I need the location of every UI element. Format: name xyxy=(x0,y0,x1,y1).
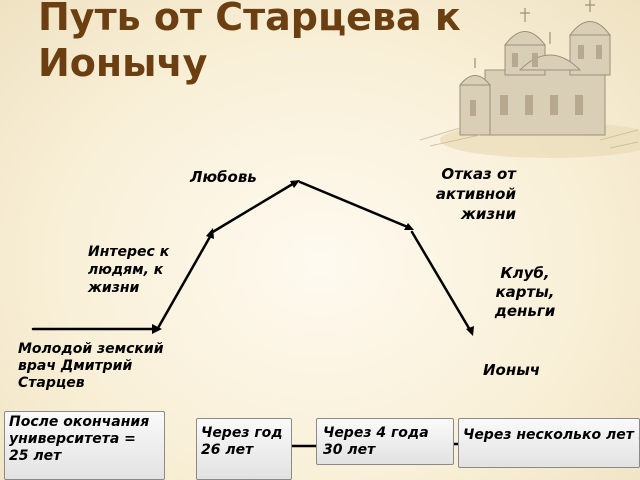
label-love: Любовь xyxy=(190,168,257,186)
arrow-head-start xyxy=(152,324,162,334)
arrow-head-peak xyxy=(404,223,414,230)
path-line-decline xyxy=(410,230,472,332)
path-line-peak xyxy=(298,180,412,230)
arrow-head-rise xyxy=(206,228,214,239)
path-line-love xyxy=(209,180,298,235)
timeline-box-four-years: Через 4 года 30 лет xyxy=(316,418,454,465)
label-ionych: Ионыч xyxy=(483,361,541,379)
arrow-head-decline xyxy=(466,326,474,336)
label-refusal: Отказ от активной жизни xyxy=(435,165,516,223)
arrow-head-love xyxy=(290,180,300,188)
timeline-box-one-year: Через год 26 лет xyxy=(196,418,292,480)
label-start: Молодой земский врач Дмитрий Старцев xyxy=(18,341,164,391)
timeline-box-graduation: После окончания университета = 25 лет xyxy=(4,411,165,480)
label-club: Клуб, карты, деньги xyxy=(494,264,556,320)
label-interest: Интерес к людям, к жизни xyxy=(88,244,170,296)
church-illustration xyxy=(419,0,640,158)
timeline-box-several-years: Через несколько лет 35 лет xyxy=(458,418,640,468)
page-title: Путь от Старцева к Ионычу xyxy=(38,0,461,85)
path-line-rise xyxy=(156,233,213,330)
